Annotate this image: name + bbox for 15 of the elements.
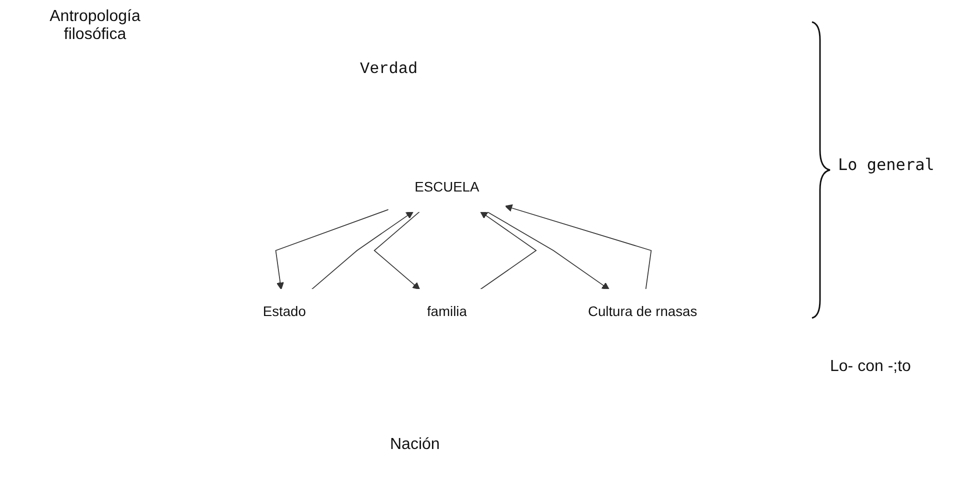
arrow — [504, 204, 652, 290]
node-text: familia — [426, 304, 467, 320]
node-text: Cultura de rnasas — [588, 304, 698, 320]
arrow — [480, 210, 537, 290]
text-label: Verdad — [360, 60, 419, 78]
node-text: Estado — [262, 304, 306, 320]
text-label: Nación — [390, 436, 441, 454]
arrow — [374, 210, 420, 290]
text-label: Lo- con -;to — [830, 358, 912, 376]
text-label: Antropología filosófica — [48, 8, 142, 44]
arrow — [275, 208, 390, 290]
arrow — [311, 210, 414, 290]
arrow — [486, 210, 610, 290]
text-label: Lo general — [838, 155, 936, 174]
node-text: ESCUELA — [414, 180, 480, 195]
